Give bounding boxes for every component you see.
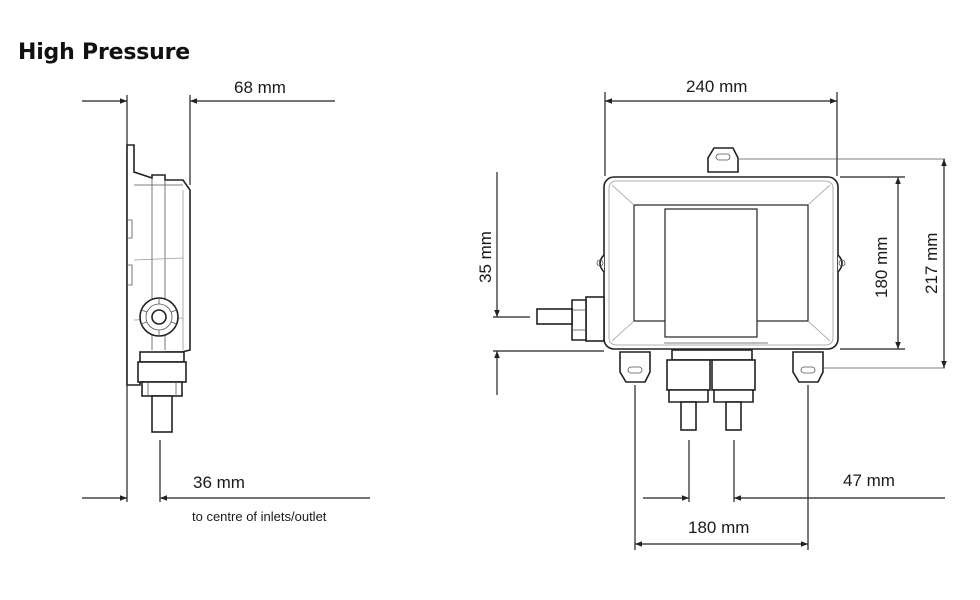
front-view (493, 92, 947, 550)
dim-47mm: 47 mm (843, 471, 895, 490)
dim-35mm: 35 mm (476, 231, 495, 283)
dim-180mm-horizontal: 180 mm (688, 518, 749, 537)
dim-240mm: 240 mm (686, 77, 747, 96)
dim-180mm-vertical: 180 mm (872, 237, 891, 298)
side-view (82, 95, 370, 502)
page-title: High Pressure (18, 40, 190, 65)
dim-217mm: 217 mm (922, 233, 941, 294)
dim-36mm: 36 mm (193, 473, 245, 492)
dim-68mm: 68 mm (234, 78, 286, 97)
dim-36mm-note: to centre of inlets/outlet (192, 509, 327, 524)
